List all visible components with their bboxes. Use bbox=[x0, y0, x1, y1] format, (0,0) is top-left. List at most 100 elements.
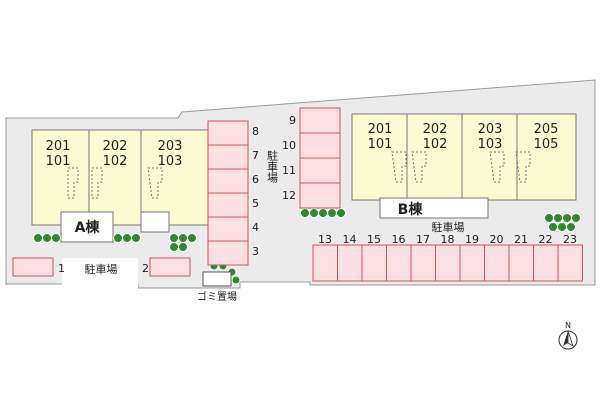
parking-space-16-number: 16 bbox=[392, 233, 406, 246]
building-a-unit-1-lower: 101 bbox=[46, 154, 71, 169]
parking-space-9-number: 9 bbox=[289, 114, 296, 127]
parking-space-1 bbox=[12, 257, 54, 277]
parking-space-15-number: 15 bbox=[367, 233, 381, 246]
building-a-unit-3-upper: 203 bbox=[158, 139, 183, 154]
building-a-entrance bbox=[60, 211, 114, 243]
parking-space-14-number: 14 bbox=[343, 233, 357, 246]
building-b-unit-4-lower: 105 bbox=[534, 137, 559, 152]
tree bbox=[557, 222, 567, 232]
parking-space-2-number: 2 bbox=[142, 262, 149, 275]
tree bbox=[42, 233, 52, 243]
building-b-unit-3-upper: 203 bbox=[478, 122, 503, 137]
tree bbox=[548, 222, 558, 232]
parking-space-3-number: 3 bbox=[252, 245, 259, 258]
parking-space-8-number: 8 bbox=[252, 125, 259, 138]
parking-space-10 bbox=[299, 132, 341, 159]
parking-space-3 bbox=[207, 240, 249, 266]
parking-space-16 bbox=[386, 244, 412, 282]
building-a-unit-3-lower: 103 bbox=[158, 154, 183, 169]
building-b-unit-2-lower: 102 bbox=[423, 137, 448, 152]
north-arrow-icon: N bbox=[558, 321, 578, 350]
tree bbox=[178, 233, 188, 243]
parking-space-6-number: 6 bbox=[252, 173, 259, 186]
tree bbox=[113, 233, 123, 243]
building-a-label: A棟 bbox=[75, 219, 101, 236]
building-b: 201 101 202 102 203 103 205 105 B棟 bbox=[351, 113, 577, 219]
tree bbox=[327, 208, 337, 218]
parking-space-5-number: 5 bbox=[252, 197, 259, 210]
trees bbox=[33, 208, 581, 285]
parking-space-11 bbox=[299, 157, 341, 184]
parking-label-center: 駐車場 bbox=[266, 149, 279, 184]
parking-label-a: 駐車場 bbox=[85, 262, 118, 276]
building-a-body bbox=[31, 129, 211, 226]
tree bbox=[131, 233, 141, 243]
parking-space-22 bbox=[533, 244, 559, 282]
tree bbox=[553, 213, 563, 223]
tree bbox=[51, 233, 61, 243]
building-a-unit-2-lower: 102 bbox=[103, 154, 128, 169]
building-a-unit-2-upper: 202 bbox=[103, 139, 128, 154]
parking-space-21-number: 21 bbox=[514, 233, 528, 246]
building-b-label: B棟 bbox=[398, 201, 424, 218]
parking-space-21 bbox=[508, 244, 534, 282]
parking-space-17-number: 17 bbox=[416, 233, 430, 246]
north-label: N bbox=[565, 321, 571, 330]
parking-space-6 bbox=[207, 168, 249, 194]
tree bbox=[178, 242, 188, 252]
parking-space-4-number: 4 bbox=[252, 221, 259, 234]
tree bbox=[309, 208, 319, 218]
parking-space-9 bbox=[299, 107, 341, 134]
parking-space-7 bbox=[207, 144, 249, 170]
tree bbox=[562, 213, 572, 223]
parking-space-17 bbox=[410, 244, 436, 282]
parking-space-4 bbox=[207, 216, 249, 242]
building-a-entrance-3 bbox=[140, 211, 170, 233]
parking-space-22-number: 22 bbox=[539, 233, 553, 246]
building-b-entrance bbox=[379, 197, 489, 219]
parking-space-23-number: 23 bbox=[563, 233, 577, 246]
tree bbox=[300, 208, 310, 218]
parking-space-20-number: 20 bbox=[490, 233, 504, 246]
parking-space-7-number: 7 bbox=[252, 149, 259, 162]
parking-space-8 bbox=[207, 120, 249, 146]
parking-space-13 bbox=[312, 244, 338, 282]
tree bbox=[544, 213, 554, 223]
parking-space-12 bbox=[299, 182, 341, 209]
parking-space-19-number: 19 bbox=[465, 233, 479, 246]
a-front-road bbox=[62, 258, 138, 290]
building-a: 201 101 202 102 203 103 A棟 bbox=[31, 129, 211, 243]
tree bbox=[169, 242, 179, 252]
building-b-body bbox=[351, 113, 577, 201]
parking-space-2 bbox=[149, 257, 191, 277]
building-b-unit-3-lower: 103 bbox=[478, 137, 503, 152]
building-b-unit-2-upper: 202 bbox=[423, 122, 448, 137]
parking-space-13-number: 13 bbox=[318, 233, 332, 246]
parking-space-23 bbox=[557, 244, 583, 282]
parking-space-11-number: 11 bbox=[282, 164, 296, 177]
tree bbox=[33, 233, 43, 243]
building-b-unit-1-upper: 201 bbox=[368, 122, 393, 137]
parking-space-5 bbox=[207, 192, 249, 218]
parking-space-14 bbox=[337, 244, 363, 282]
parking-space-20 bbox=[484, 244, 510, 282]
tree bbox=[122, 233, 132, 243]
parking-space-19 bbox=[459, 244, 485, 282]
building-a-unit-1-upper: 201 bbox=[46, 139, 71, 154]
tree bbox=[566, 222, 576, 232]
parking-space-10-number: 10 bbox=[282, 139, 296, 152]
parking-space-18-number: 18 bbox=[441, 233, 455, 246]
parking-space-18 bbox=[435, 244, 461, 282]
tree bbox=[187, 233, 197, 243]
tree bbox=[318, 208, 328, 218]
building-b-unit-4-upper: 205 bbox=[534, 122, 559, 137]
garbage-label: ゴミ置場 bbox=[197, 290, 237, 303]
parking-space-15 bbox=[361, 244, 387, 282]
tree bbox=[231, 275, 241, 285]
parking-label-b: 駐車場 bbox=[432, 220, 465, 234]
garbage-area bbox=[202, 271, 232, 287]
parking-space-1-number: 1 bbox=[58, 262, 65, 275]
tree bbox=[571, 213, 581, 223]
